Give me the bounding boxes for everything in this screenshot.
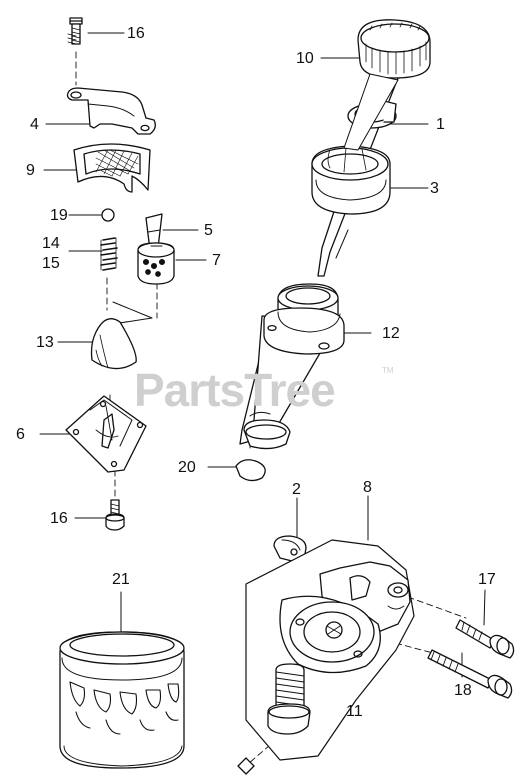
callout-12[interactable]: 12 <box>382 325 400 342</box>
callout-14[interactable]: 14 <box>42 235 60 252</box>
spring-icon <box>100 237 118 271</box>
callout-6[interactable]: 6 <box>16 426 25 443</box>
bolt-bottom-icon <box>105 499 125 531</box>
bolt-long-2-icon <box>427 649 513 699</box>
callout-18[interactable]: 18 <box>454 682 472 699</box>
cone-icon <box>90 318 137 370</box>
callout-8[interactable]: 8 <box>363 479 372 496</box>
callout-17[interactable]: 17 <box>478 571 496 588</box>
callout-7[interactable]: 7 <box>212 252 221 269</box>
callout-2[interactable]: 2 <box>292 481 301 498</box>
callout-16-bottom[interactable]: 16 <box>50 510 68 527</box>
plate-icon <box>65 395 147 473</box>
callout-16-top[interactable]: 16 <box>127 25 145 42</box>
callout-4[interactable]: 4 <box>30 116 39 133</box>
callout-15[interactable]: 15 <box>42 255 60 272</box>
clamp-icon <box>273 535 307 563</box>
screen-icon <box>73 143 151 193</box>
housing-icon <box>245 539 415 761</box>
callout-11[interactable]: 11 <box>346 703 363 720</box>
bracket-icon <box>66 87 156 135</box>
watermark: PartsTree <box>134 364 336 416</box>
oil-filter-icon <box>59 631 185 769</box>
callout-10[interactable]: 10 <box>296 50 314 67</box>
callout-3[interactable]: 3 <box>430 180 439 197</box>
callout-21[interactable]: 21 <box>112 571 130 588</box>
seal-icon <box>311 73 399 215</box>
bolt-top-icon <box>67 17 83 45</box>
seal-small-icon <box>235 459 266 482</box>
watermark-tm: TM <box>382 366 394 375</box>
callout-19[interactable]: 19 <box>50 207 68 224</box>
bolt-long-icon <box>455 619 515 659</box>
leader-lines <box>39 32 486 712</box>
callout-1[interactable]: 1 <box>436 116 445 133</box>
callout-20[interactable]: 20 <box>178 459 196 476</box>
valve-body-icon <box>137 242 175 285</box>
callout-5[interactable]: 5 <box>204 222 213 239</box>
filler-tube-icon <box>239 283 345 450</box>
callout-13[interactable]: 13 <box>36 334 54 351</box>
zigzag-line <box>112 301 153 325</box>
nipple-icon <box>237 663 311 775</box>
callout-9[interactable]: 9 <box>26 162 35 179</box>
ball-icon <box>101 208 115 222</box>
